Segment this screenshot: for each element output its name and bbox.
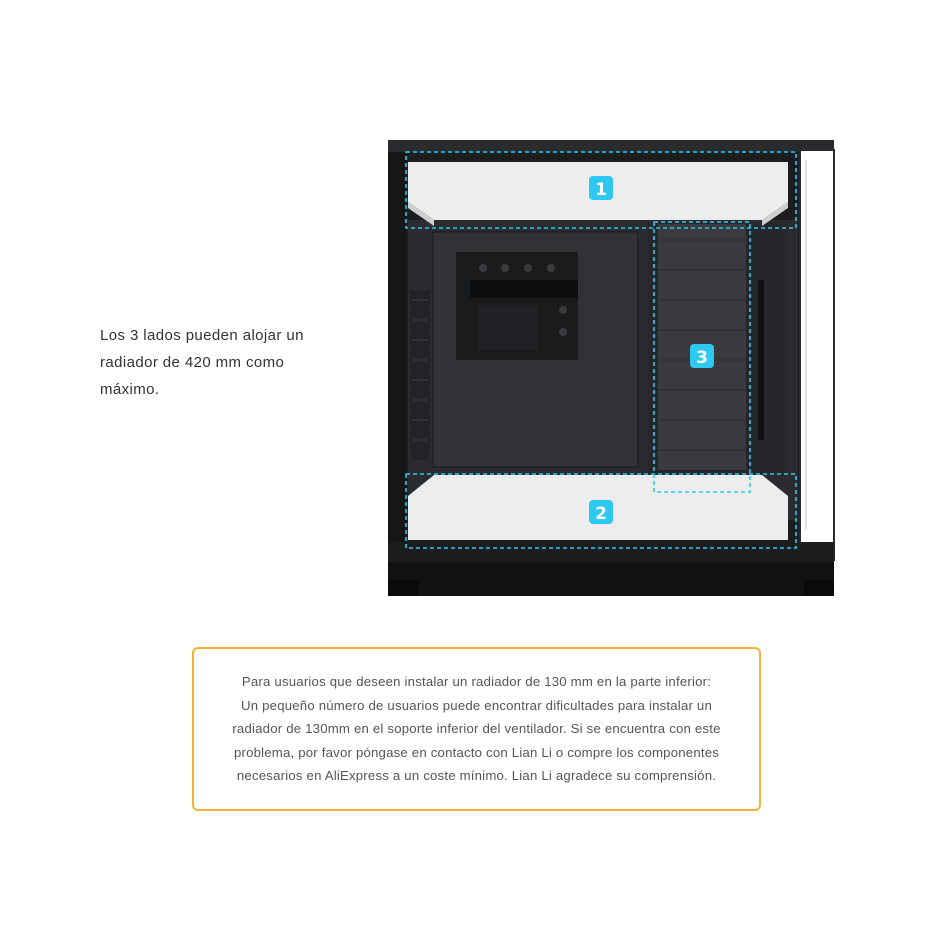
svg-text:2: 2	[595, 504, 607, 524]
side-zone-outline	[653, 221, 751, 493]
badge-1: 1	[589, 176, 613, 200]
description-text: Los 3 lados pueden alojar un radiador de…	[100, 322, 335, 403]
svg-text:1: 1	[595, 180, 607, 200]
badge-3: 3	[690, 344, 714, 368]
notice-line-1: Para usuarios que deseen instalar un rad…	[241, 674, 712, 690]
glass-side-panel	[799, 149, 835, 561]
bottom-zone-outline	[405, 473, 797, 549]
case-left-edge	[388, 152, 406, 562]
pc-case-image: 1 2 3	[388, 140, 838, 600]
pc-case-illustration: 1 2 3	[388, 140, 835, 596]
case-bottom-frame	[388, 542, 834, 562]
notice-box: Para usuarios que deseen instalar un rad…	[192, 647, 761, 811]
case-foot-right	[804, 580, 834, 596]
case-top-bar	[388, 140, 834, 152]
description-line-2: radiador de 420 mm como	[100, 354, 285, 371]
badge-2: 2	[589, 500, 613, 524]
description-line-3: máximo.	[100, 381, 160, 398]
case-foot-left	[388, 580, 418, 596]
notice-line-5: necesarios en AliExpress a un coste míni…	[236, 768, 717, 784]
svg-text:3: 3	[696, 348, 708, 368]
case-base	[388, 562, 834, 596]
notice-line-4: problema, por favor póngase en contacto …	[233, 744, 720, 760]
notice-text: Para usuarios que deseen instalar un rad…	[212, 670, 742, 788]
top-zone-outline	[405, 151, 797, 229]
notice-line-2: Un pequeño número de usuarios puede enco…	[241, 697, 712, 713]
description-line-1: Los 3 lados pueden alojar un	[100, 327, 304, 344]
notice-line-3: radiador de 130mm en el soporte inferior…	[232, 721, 721, 737]
